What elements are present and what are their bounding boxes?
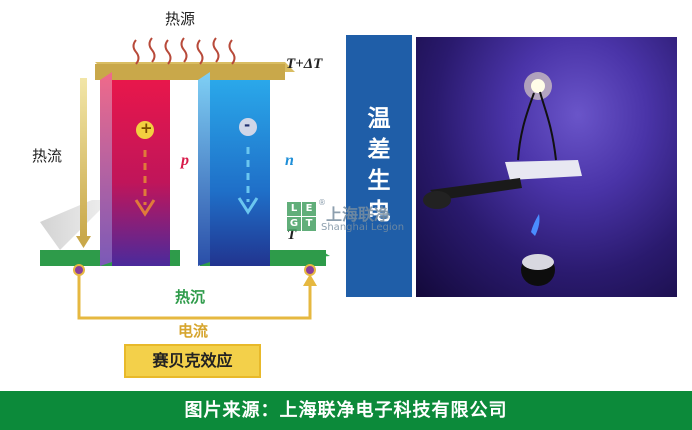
- banner-text: 温 差 生 电: [346, 104, 412, 228]
- p-type-label: p: [181, 152, 189, 169]
- carrier-arrow-n: [237, 197, 259, 215]
- footer-bar: [0, 391, 692, 430]
- heat-source-label: 热源: [165, 10, 196, 28]
- heat-sink-label: 热沉: [175, 288, 206, 306]
- negative-charge-icon: [239, 118, 257, 136]
- positive-charge-label: +: [140, 119, 153, 137]
- current-label: 电流: [178, 322, 209, 340]
- watermark-name: 上海联净: [326, 205, 391, 224]
- terminal-left: [73, 264, 85, 276]
- banner-char: 电: [367, 199, 391, 225]
- heat-waves-icon: [132, 37, 236, 65]
- temperature-label: T+ΔT: [286, 56, 323, 72]
- diagram-shadow: [40, 200, 110, 250]
- carrier-arrow-p: [134, 199, 156, 217]
- watermark-logo: T: [302, 217, 316, 231]
- n-type-leg: [210, 80, 270, 266]
- watermark-logo: L: [287, 202, 301, 216]
- terminal-right: [304, 264, 316, 276]
- banner-char: 生: [367, 168, 391, 194]
- thermoelectric-banner: [346, 35, 412, 297]
- banner-char: 温: [367, 106, 391, 132]
- positive-charge-icon: [136, 121, 154, 139]
- watermark-latin: Shanghai Legion: [321, 222, 405, 233]
- thermoelectric-module: [505, 160, 582, 180]
- watermark-registered: ®: [318, 198, 326, 207]
- heat-flow-label: 热流: [32, 147, 63, 165]
- watermark-logo: G: [287, 217, 301, 231]
- experiment-photo-contents: [423, 72, 582, 286]
- banner-char: 差: [367, 137, 391, 163]
- watermark-logo: E: [302, 202, 316, 216]
- n-type-label: n: [285, 152, 294, 169]
- current-circuit: [77, 270, 312, 320]
- image-source-caption: 图片来源：上海联净电子科技有限公司: [184, 400, 508, 421]
- negative-charge-label: -: [244, 116, 251, 134]
- cold-temperature-label: T: [287, 227, 297, 243]
- seebeck-effect-label: 赛贝克效应: [124, 344, 261, 378]
- heat-flow-arrow: [80, 78, 87, 238]
- p-type-leg: [112, 80, 170, 266]
